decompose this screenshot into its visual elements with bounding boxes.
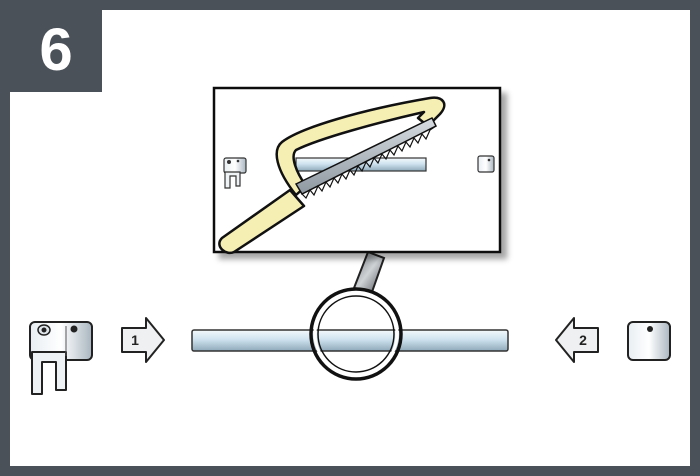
ceiling-clamp-fitting-icon (29, 321, 93, 395)
magnifier-icon (309, 287, 403, 381)
arrow-1-label: 1 (131, 332, 139, 348)
end-cap-fitting-icon (627, 321, 671, 361)
inset-clamp-fitting-icon (223, 157, 247, 189)
detail-inset (212, 86, 502, 255)
magnifier-handle (352, 250, 386, 294)
arrow-2-label: 2 (579, 332, 587, 348)
arrow-1-icon (121, 317, 165, 363)
step-number: 6 (39, 16, 73, 83)
inset-end-cap-icon (477, 155, 495, 173)
step-badge: 6 (10, 10, 102, 92)
arrow-2-icon (555, 317, 599, 363)
main-rod (191, 329, 509, 352)
hacksaw-icon (218, 96, 446, 255)
